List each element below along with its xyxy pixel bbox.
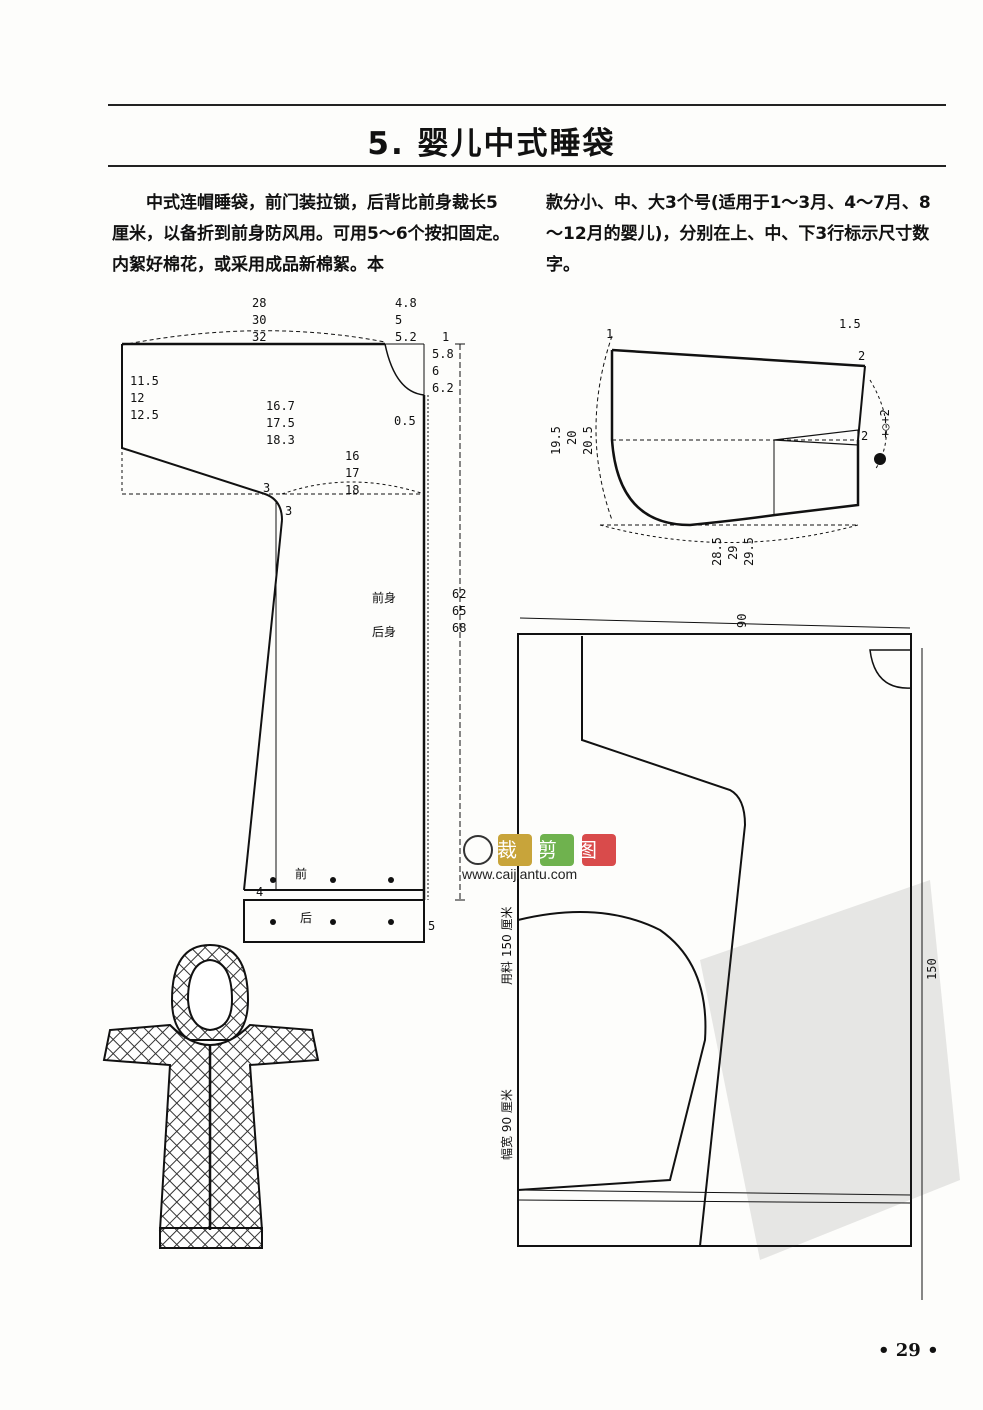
neck-width-l: 5.2 <box>395 330 417 344</box>
neck-depth-l: 6.2 <box>432 381 454 395</box>
top-width-s: 28 <box>252 296 266 310</box>
layout-body-piece <box>581 636 747 1247</box>
fabric-length-value: 150 <box>925 958 939 980</box>
armhole-depth-s: 16.7 <box>266 399 295 413</box>
underarm-b: 3 <box>285 504 292 518</box>
watermark-url: www.caijiantu.com <box>462 866 578 882</box>
fabric-width-note: 幅宽 90 厘米 <box>499 1089 514 1160</box>
hood-bottom-arc <box>599 524 859 543</box>
hood-back-curve <box>610 350 860 527</box>
fabric-width-dim <box>519 617 911 629</box>
chest-width-l: 18 <box>345 483 359 497</box>
top-width-m: 30 <box>252 313 266 327</box>
hood-dart <box>773 429 859 446</box>
neck-width-m: 5 <box>395 313 402 327</box>
neck-curve <box>384 343 425 396</box>
hood-right-top: 1.5 <box>839 317 861 331</box>
shoulder-mark: 1 <box>442 330 449 344</box>
top-width-dim <box>121 330 386 346</box>
watermark-logo-text: 裁剪图 <box>497 838 617 862</box>
fabric-width-value: 90 <box>735 614 749 628</box>
back-body-label: 后身 <box>372 624 396 639</box>
chest-width-s: 16 <box>345 449 359 463</box>
layout-neck-piece <box>869 649 912 689</box>
hood-notch-mark: 2 <box>861 429 868 443</box>
neck-width-s: 4.8 <box>395 296 417 310</box>
hood-top-edge <box>611 348 866 368</box>
sleeve-drop-m: 12 <box>130 391 144 405</box>
neck-depth-s: 5.8 <box>432 347 454 361</box>
armhole-depth-m: 17.5 <box>266 416 295 430</box>
page-number: • 29 • <box>878 1340 939 1361</box>
sleeve-drop-l: 12.5 <box>130 408 159 422</box>
hem-offset: 4 <box>256 885 263 899</box>
snap-markers <box>270 877 394 925</box>
hood-labels: 1 1.5 2 2 +○+2 19.5 20 20.5 28.5 29 29.5 <box>549 317 892 566</box>
hood-bottom-m: 29 <box>726 546 740 560</box>
seal-watermark <box>700 880 960 1260</box>
intro-paragraph-left: 中式连帽睡袋，前门装拉锁，后背比前身裁长5厘米，以备折到前身防风用。可用5～6个… <box>112 193 510 275</box>
layout-labels: 90 150 用料 150 厘米 幅宽 90 厘米 <box>499 614 939 1160</box>
hood-height-arc <box>595 335 613 521</box>
chest-dim-arc <box>281 481 425 495</box>
hood-height-l: 20.5 <box>581 426 595 455</box>
hood-right-mark: 2 <box>858 349 865 363</box>
body-pattern <box>121 330 465 943</box>
fabric-outline <box>517 633 912 1247</box>
top-width-l: 32 <box>252 330 266 344</box>
small-offset: 0.5 <box>394 414 416 428</box>
hood-circle-marker <box>874 453 886 465</box>
hood-pattern <box>595 335 887 543</box>
fabric-usage-label: 用料 150 厘米 <box>500 906 514 985</box>
front-body-label: 前身 <box>372 590 396 605</box>
armhole-depth-l: 18.3 <box>266 433 295 447</box>
hood-front-edge <box>857 365 866 441</box>
chest-width-m: 17 <box>345 466 359 480</box>
total-length-l: 68 <box>452 621 466 635</box>
sleeve-drop-s: 11.5 <box>130 374 159 388</box>
layout-hood-piece <box>517 911 707 1191</box>
section-title: 5. 婴儿中式睡袋 <box>367 126 616 162</box>
hood-top-mark: 1 <box>606 327 613 341</box>
body-labels: 28 30 32 4.8 5 5.2 1 5.8 6 6.2 0.5 11.5 … <box>130 296 466 933</box>
hem-extension: 5 <box>428 919 435 933</box>
hood-circle-formula: +○+2 <box>878 409 892 438</box>
total-length-m: 65 <box>452 604 466 618</box>
hem-front-label: 前 <box>295 866 307 881</box>
hem-band-drawing <box>159 1227 263 1249</box>
hood-height-m: 20 <box>565 431 579 445</box>
top-rule <box>108 104 946 106</box>
total-length-s: 62 <box>452 587 466 601</box>
watermark-logo <box>463 834 616 866</box>
back-hem-extension <box>243 899 425 943</box>
underarm-a: 3 <box>263 481 270 495</box>
intro-paragraph-right: 款分小、中、大3个号(适用于1～3月、4～7月、8～12月的婴儿)，分别在上、中… <box>546 193 931 275</box>
layout-pattern <box>517 617 923 1300</box>
hood-bottom-l: 29.5 <box>742 537 756 566</box>
title-rule <box>108 165 946 167</box>
hem-back-label: 后 <box>300 911 312 925</box>
finished-sleeping-bag-illustration <box>102 943 320 1249</box>
neck-depth-m: 6 <box>432 364 439 378</box>
hood-bottom-s: 28.5 <box>710 537 724 566</box>
hood-height-s: 19.5 <box>549 426 563 455</box>
